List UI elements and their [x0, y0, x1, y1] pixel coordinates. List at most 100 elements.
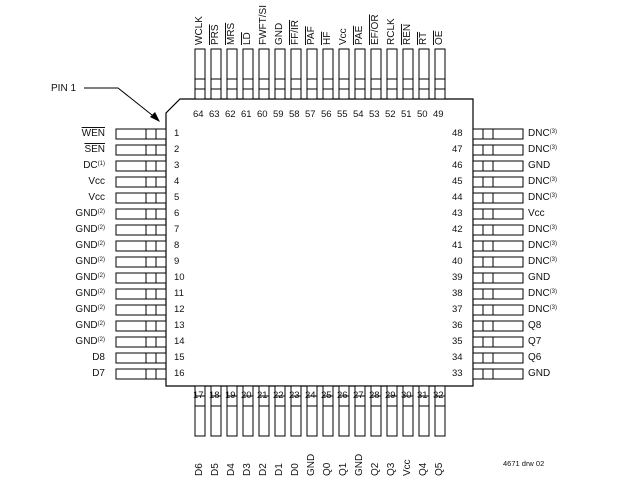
bottom-pin-label: D4 [226, 463, 237, 476]
top-pin-name: EF/OR [370, 14, 381, 45]
top-pin-name: PAF [306, 26, 317, 45]
top-pin-name: FWFT/SI [258, 5, 269, 45]
right-pin-lead [472, 192, 524, 204]
right-pin-note: (3) [549, 257, 558, 263]
bottom-pin-number: 21 [257, 390, 268, 401]
top-pin-label: RCLK [386, 18, 397, 45]
bottom-pin-name: D5 [210, 463, 221, 476]
bottom-pin-name: Vcc [402, 459, 413, 476]
right-pin-number: 48 [452, 128, 463, 139]
right-pin-label: GND [528, 368, 551, 379]
bottom-pin-name: D0 [290, 463, 301, 476]
top-pin-label: FF/IR [290, 20, 301, 45]
top-pin-label: EF/OR [370, 14, 381, 45]
left-pin-lead [115, 128, 167, 140]
right-pin-number: 38 [452, 288, 463, 299]
right-pin-label: DNC [528, 144, 550, 155]
bottom-pin-label: D2 [258, 463, 269, 476]
top-pin-label: WCLK [194, 16, 205, 45]
right-pin-number: 34 [452, 352, 463, 363]
top-pin-number: 56 [321, 109, 332, 120]
right-pin-name: DNC(3) [528, 241, 557, 251]
right-pin-lead [472, 224, 524, 236]
left-pin-note: (2) [97, 337, 105, 343]
bottom-pin-lead [258, 385, 270, 437]
bottom-pin-lead [306, 385, 318, 437]
top-pin-label: LD [242, 32, 253, 45]
top-pin-lead [290, 48, 302, 100]
right-pin-lead [472, 336, 524, 348]
top-pin-label: MRS [226, 22, 237, 45]
left-pin-label: GND [75, 336, 98, 347]
bottom-pin-name: D4 [226, 463, 237, 476]
top-pin-number: 50 [417, 109, 428, 120]
bottom-pin-number: 29 [385, 390, 396, 401]
bottom-pin-lead [434, 385, 446, 437]
right-pin-label: DNC [528, 288, 550, 299]
left-pin-number: 3 [174, 160, 180, 171]
top-pin-number: 53 [369, 109, 380, 120]
left-pin-lead [115, 368, 167, 380]
left-pin-name: DC(1) [35, 161, 105, 171]
right-pin-number: 40 [452, 256, 463, 267]
right-pin-number: 37 [452, 304, 463, 315]
top-pin-number: 51 [401, 109, 412, 120]
right-pin-note: (3) [549, 305, 558, 311]
bottom-pin-label: D3 [242, 463, 253, 476]
bottom-pin-lead [338, 385, 350, 437]
top-pin-lead [370, 48, 382, 100]
right-pin-name: GND [528, 161, 550, 171]
right-pin-note: (3) [549, 193, 558, 199]
left-pin-label: GND [75, 288, 98, 299]
top-pin-number: 52 [385, 109, 396, 120]
bottom-pin-lead [274, 385, 286, 437]
bottom-pin-lead [194, 385, 206, 437]
top-pin-lead [354, 48, 366, 100]
left-pin-label: WEN [81, 128, 105, 139]
left-pin-label: GND [75, 304, 98, 315]
bottom-pin-name: Q1 [338, 463, 349, 476]
left-pin-note: (2) [97, 321, 105, 327]
left-pin-lead [115, 288, 167, 300]
left-pin-lead [115, 336, 167, 348]
left-pin-label: D8 [92, 352, 105, 363]
bottom-pin-number: 30 [401, 390, 412, 401]
left-pin-lead [115, 272, 167, 284]
top-pin-name: OE [434, 31, 445, 45]
right-pin-label: DNC [528, 176, 550, 187]
right-pin-lead [472, 256, 524, 268]
left-pin-lead [115, 256, 167, 268]
right-pin-name: Vcc [528, 209, 545, 219]
right-pin-lead [472, 272, 524, 284]
top-pin-label: Vcc [338, 28, 349, 45]
left-pin-label: GND [75, 320, 98, 331]
bottom-pin-name: Q5 [434, 463, 445, 476]
left-pin-number: 5 [174, 192, 180, 203]
bottom-pin-lead [354, 385, 366, 437]
left-pin-label: GND [75, 208, 98, 219]
bottom-pin-name: D3 [242, 463, 253, 476]
left-pin-name: D8 [35, 353, 105, 363]
left-pin-lead [115, 352, 167, 364]
pin1-label: PIN 1 [51, 83, 77, 94]
bottom-pin-number: 20 [241, 390, 252, 401]
top-pin-lead [242, 48, 254, 100]
top-pin-number: 49 [433, 109, 444, 120]
left-pin-label: GND [75, 240, 98, 251]
top-pin-name: PAE [354, 26, 365, 45]
right-pin-number: 39 [452, 272, 463, 283]
right-pin-name: GND [528, 273, 550, 283]
left-pin-note: (2) [97, 305, 105, 311]
bottom-pin-name: GND [306, 454, 317, 476]
left-pin-number: 1 [174, 128, 180, 139]
bottom-pin-number: 27 [353, 390, 364, 401]
right-pin-number: 35 [452, 336, 463, 347]
top-pin-number: 57 [305, 109, 316, 120]
right-pin-label: Vcc [528, 208, 545, 219]
right-pin-name: GND [528, 369, 550, 379]
bottom-pin-label: D6 [194, 463, 205, 476]
drawing-id: 4671 drw 02 [503, 459, 545, 468]
left-pin-label: Vcc [88, 192, 105, 203]
